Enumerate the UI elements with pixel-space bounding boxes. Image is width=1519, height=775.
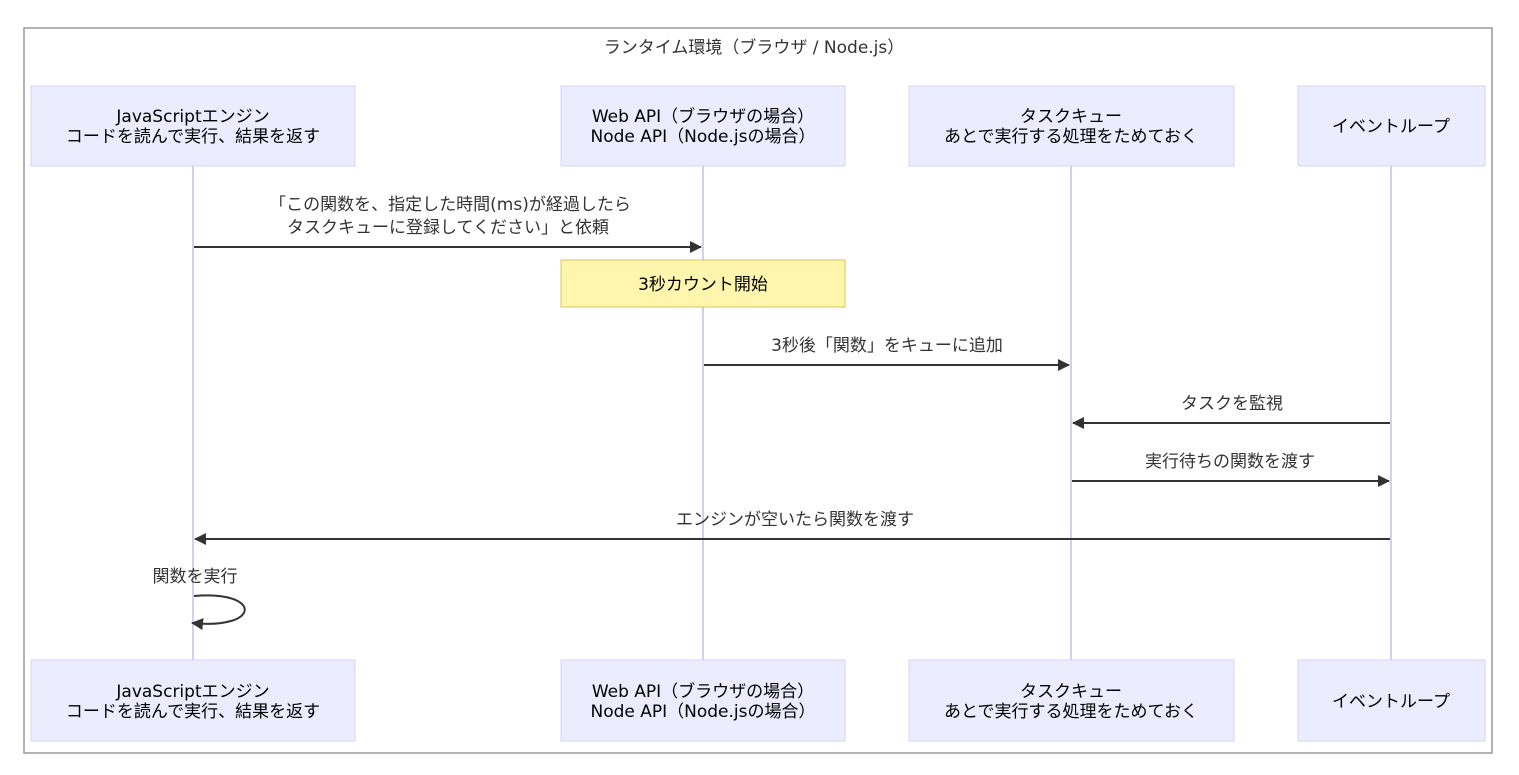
participant-label: JavaScriptエンジン bbox=[115, 107, 269, 127]
participant-sublabel: Node API（Node.jsの場合） bbox=[590, 702, 815, 722]
participant-task-queue-top: タスクキュー あとで実行する処理をためておく bbox=[908, 85, 1235, 167]
note-timer-start: 3秒カウント開始 bbox=[560, 259, 846, 308]
participant-sublabel: Node API（Node.jsの場合） bbox=[590, 127, 815, 147]
runtime-environment-frame bbox=[23, 27, 1493, 754]
participant-task-queue-bottom: タスクキュー あとで実行する処理をためておく bbox=[908, 659, 1235, 742]
message-add-to-queue: 3秒後「関数」をキューに追加 bbox=[704, 336, 1070, 371]
frame-title: ランタイム環境（ブラウザ / Node.js） bbox=[604, 37, 905, 58]
message-label: 「この関数を、指定した時間(ms)が経過したら bbox=[269, 195, 631, 215]
message-pass-pending-function: 実行待ちの関数を渡す bbox=[1072, 452, 1390, 487]
participant-sublabel: あとで実行する処理をためておく bbox=[944, 702, 1198, 722]
participant-label: イベントループ bbox=[1332, 692, 1450, 712]
message-register-timer: 「この関数を、指定した時間(ms)が経過したら タスクキューに登録してください」… bbox=[194, 195, 702, 253]
message-label-line2: タスクキューに登録してください」と依頼 bbox=[287, 218, 609, 238]
participant-label: JavaScriptエンジン bbox=[115, 682, 269, 702]
participant-js-engine-bottom: JavaScriptエンジン コードを読んで実行、結果を返す bbox=[30, 659, 356, 742]
participant-web-api-bottom: Web API（ブラウザの場合） Node API（Node.jsの場合） bbox=[560, 659, 846, 742]
message-label: エンジンが空いたら関数を渡す bbox=[676, 510, 914, 530]
participant-js-engine-top: JavaScriptエンジン コードを読んで実行、結果を返す bbox=[30, 85, 356, 167]
participant-event-loop-top: イベントループ bbox=[1297, 85, 1486, 167]
message-label: タスクを監視 bbox=[1181, 394, 1283, 414]
message-monitor-tasks: タスクを監視 bbox=[1072, 394, 1390, 429]
message-pass-function-to-engine: エンジンが空いたら関数を渡す bbox=[194, 510, 1390, 545]
participant-label: タスクキュー bbox=[1020, 682, 1122, 702]
participant-sublabel: コードを読んで実行、結果を返す bbox=[66, 127, 320, 147]
message-execute-function: 関数を実行 bbox=[153, 567, 246, 631]
participant-label: Web API（ブラウザの場合） bbox=[592, 681, 814, 702]
message-label: 関数を実行 bbox=[153, 567, 238, 587]
participant-sublabel: コードを読んで実行、結果を返す bbox=[66, 702, 320, 722]
participant-event-loop-bottom: イベントループ bbox=[1297, 659, 1486, 742]
participant-label: Web API（ブラウザの場合） bbox=[592, 106, 814, 127]
participant-web-api-top: Web API（ブラウザの場合） Node API（Node.jsの場合） bbox=[560, 85, 846, 167]
participant-label: タスクキュー bbox=[1020, 107, 1122, 127]
message-label: 実行待ちの関数を渡す bbox=[1145, 452, 1315, 472]
note-text: 3秒カウント開始 bbox=[638, 275, 768, 295]
participant-label: イベントループ bbox=[1332, 117, 1450, 137]
message-label: 3秒後「関数」をキューに追加 bbox=[771, 336, 1003, 356]
self-loop-arrow bbox=[191, 594, 246, 631]
participant-sublabel: あとで実行する処理をためておく bbox=[944, 127, 1198, 147]
